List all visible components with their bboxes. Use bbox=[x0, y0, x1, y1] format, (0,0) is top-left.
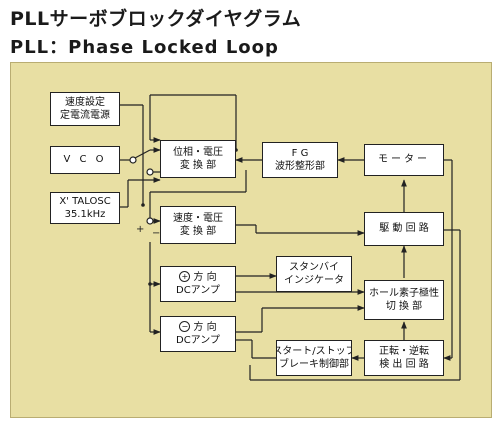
junction-minus: − bbox=[152, 228, 160, 239]
xtal-osc-block: X' TALOSC 35.1kHz bbox=[50, 192, 120, 224]
minus-dc-amp-block: −方 向 DCアンプ bbox=[160, 316, 236, 352]
drive-circuit-block: 駆 動 回 路 bbox=[364, 212, 444, 246]
start-stop-brake-block: スタート/ストップ ブレーキ制御部 bbox=[276, 340, 352, 376]
fg-block: F G 波形整形部 bbox=[262, 142, 338, 178]
minus-circle-icon: − bbox=[179, 321, 191, 332]
phase-voltage-block: 位相・電圧 変 換 部 bbox=[160, 140, 236, 178]
hall-polarity-block: ホール素子極性 切 換 部 bbox=[364, 280, 444, 320]
rev-detect-block: 正転・逆転 検 出 回 路 bbox=[364, 340, 444, 376]
diagram-subtitle: PLL：Phase Locked Loop bbox=[10, 37, 279, 58]
diagram-title: PLLサーボブロックダイヤグラム bbox=[10, 8, 302, 30]
speed-setting-block: 速度設定 定電流電源 bbox=[50, 92, 120, 126]
plus-dc-amp-block: +方 向 DCアンプ bbox=[160, 266, 236, 302]
plus-circle-icon: + bbox=[179, 271, 191, 282]
speed-voltage-block: 速度・電圧 変 換 部 bbox=[160, 206, 236, 244]
junction-plus: + bbox=[136, 224, 144, 235]
standby-indicator-block: スタンバイ インジケータ bbox=[276, 256, 352, 292]
vco-block: V C O bbox=[50, 146, 120, 174]
motor-block: モーター bbox=[364, 144, 444, 176]
